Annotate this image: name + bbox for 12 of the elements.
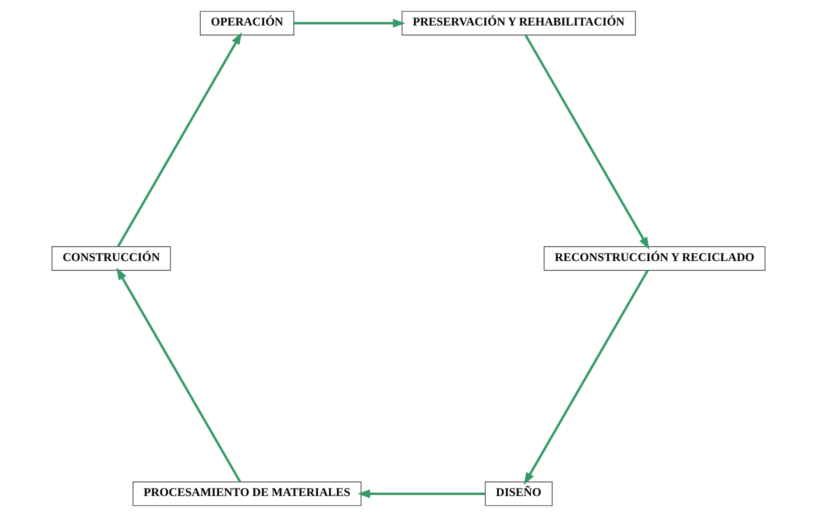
arrow	[116, 266, 242, 482]
arrow	[524, 269, 649, 484]
arrow	[117, 32, 242, 247]
node-box: CONSTRUCCIÓN	[52, 246, 171, 270]
node-box: DISEÑO	[484, 481, 552, 506]
arrow	[358, 488, 486, 498]
arrow	[294, 18, 406, 28]
node-box: PROCESAMIENTO DE MATERIALES	[132, 481, 362, 506]
node-box: PRESERVACIÓN Y REHABILITACIÓN	[402, 10, 636, 35]
arrow	[524, 34, 650, 250]
node-box: RECONSTRUCCIÓN Y RECICLADO	[544, 246, 766, 270]
node-box: OPERACIÓN	[200, 10, 294, 35]
